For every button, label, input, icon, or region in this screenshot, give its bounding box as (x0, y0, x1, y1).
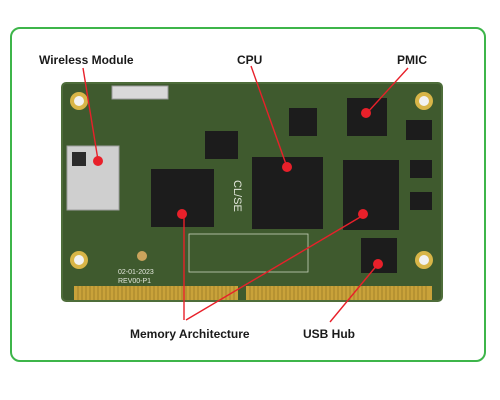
top-connector (111, 85, 169, 100)
label-cpu: CPU (237, 53, 263, 67)
small-chip (410, 160, 432, 178)
mounting-hole-icon (415, 92, 433, 110)
small-chip (406, 120, 432, 140)
small-chip (205, 131, 238, 159)
marker-dot-icon (93, 156, 103, 166)
label-memory-architecture: Memory Architecture (130, 327, 250, 341)
marker-dot-icon (282, 162, 292, 172)
edge-connector-left (74, 286, 238, 300)
small-chip (410, 192, 432, 210)
leader-cpu (250, 65, 288, 168)
silkscreen-box (188, 233, 309, 273)
leader-pmic (366, 67, 409, 114)
small-chip (289, 108, 317, 136)
marker-dot-icon (358, 209, 368, 219)
leader-wireless-module (82, 67, 99, 161)
label-usb-hub: USB Hub (303, 327, 355, 341)
label-wireless-module: Wireless Module (39, 53, 134, 67)
antenna-pad (137, 251, 147, 261)
connector-pins (77, 286, 427, 300)
label-pmic: PMIC (397, 53, 427, 67)
mounting-hole-icon (415, 251, 433, 269)
date-silkscreen: 02-01-2023 (118, 269, 154, 276)
marker-dot-icon (361, 108, 371, 118)
leader-memory-right (185, 215, 363, 321)
diagram-frame (10, 27, 486, 362)
mounting-hole-icon (70, 251, 88, 269)
memory-chip-right (343, 160, 399, 230)
edge-connector-right (246, 286, 432, 300)
marker-dot-icon (177, 209, 187, 219)
mounting-hole-icon (70, 92, 88, 110)
wireless-module-qr (72, 152, 86, 166)
leader-usb-hub (329, 263, 379, 323)
brand-silkscreen: CL/SE (231, 180, 243, 212)
revision-silkscreen: REV00-P1 (118, 278, 151, 285)
marker-dot-icon (373, 259, 383, 269)
